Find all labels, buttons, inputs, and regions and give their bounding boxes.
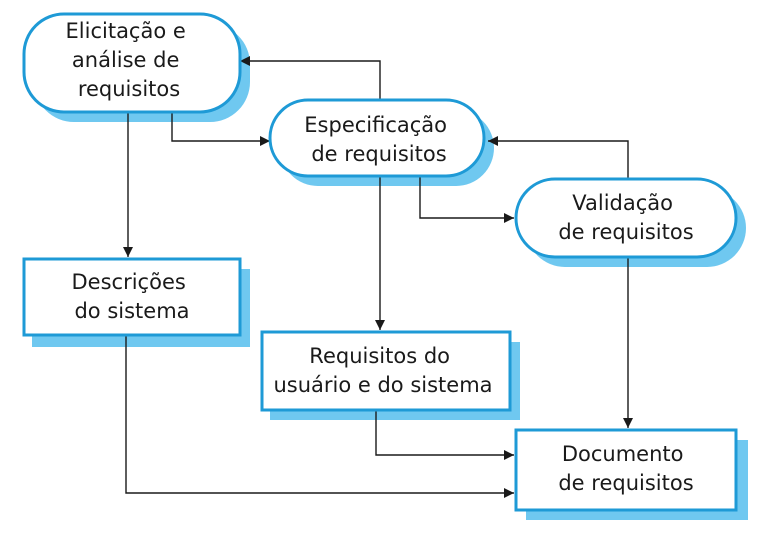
edge-especificacao-to-validacao <box>419 176 514 223</box>
especificacao-line-1: Especificação <box>304 113 447 137</box>
svg-text:Requisitos do usuário e: Requisitos do usuário e do sistema <box>273 344 492 397</box>
descricoes-line-1: Descrições <box>72 270 186 294</box>
edge-descricoes-to-documento <box>125 335 514 498</box>
svg-text:Validação de requisitos: Validação de requisitos <box>558 191 693 244</box>
req-usuario-line-1: Requisitos do <box>309 344 450 368</box>
edge-validacao-to-especificacao <box>488 136 629 179</box>
validacao-line-2: de requisitos <box>558 220 693 244</box>
edges <box>123 56 633 498</box>
node-especificacao: Especificação de requisitos <box>268 98 486 178</box>
edge-especificacao-to-elicitacao <box>240 56 381 100</box>
node-descricoes: Descrições do sistema <box>22 257 242 337</box>
req-usuario-line-2: usuário e do sistema <box>273 373 492 397</box>
edge-req-usuario-to-documento <box>375 410 514 460</box>
elicitacao-line-3: requisitos <box>78 77 180 101</box>
documento-line-2: de requisitos <box>558 471 693 495</box>
node-documento: Documento de requisitos <box>514 428 738 512</box>
node-elicitacao: Elicitação e análise de requisitos <box>22 12 242 114</box>
edge-elicitacao-to-especificacao <box>171 112 270 146</box>
node-req-usuario: Requisitos do usuário e do sistema <box>260 330 512 412</box>
validacao-line-1: Validação <box>572 191 673 215</box>
svg-text:Elicitação e análise de: Elicitação e análise de requisitos <box>66 19 193 101</box>
documento-line-1: Documento <box>562 442 684 466</box>
descricoes-line-2: do sistema <box>74 299 189 323</box>
svg-text:Documento de requisitos: Documento de requisitos <box>558 442 693 495</box>
svg-text:Especificação de requisi: Especificação de requisitos <box>304 113 453 166</box>
elicitacao-line-2: análise de <box>72 48 180 72</box>
node-validacao: Validação de requisitos <box>514 177 738 259</box>
svg-text:Descrições do sistema: Descrições do sistema <box>72 270 193 323</box>
elicitacao-line-1: Elicitação e <box>66 19 186 43</box>
especificacao-line-2: de requisitos <box>311 142 446 166</box>
